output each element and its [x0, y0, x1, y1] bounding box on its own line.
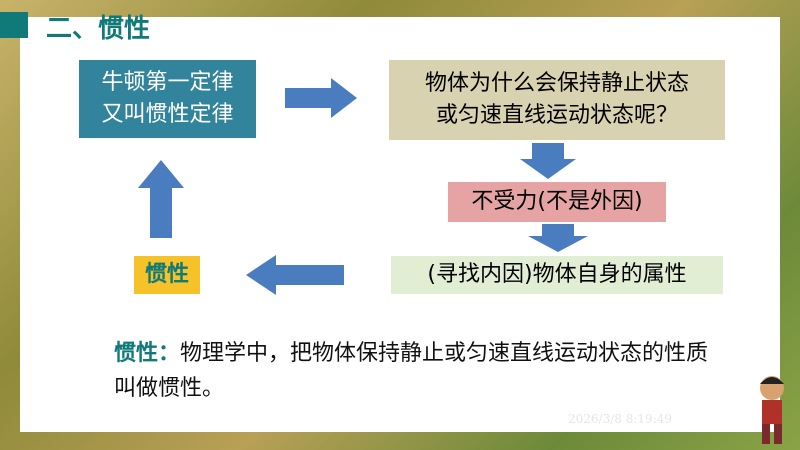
arrow-right-icon: [285, 78, 357, 118]
arrow-down-icon-2: [528, 224, 588, 252]
cartoon-character-icon: [760, 376, 784, 444]
title-marker: [0, 12, 28, 38]
slide-title: 二、惯性: [46, 14, 151, 44]
arrow-up-icon: [138, 160, 184, 238]
newton-line1: 牛顿第一定律: [101, 70, 234, 96]
definition-body: 物理学中，把物体保持静止或匀速直线运动状态的性质叫做惯性。: [114, 341, 709, 402]
newton-law-box: 牛顿第一定律又叫惯性定律: [79, 60, 256, 138]
no-force-box: 不受力(不是外因): [448, 182, 666, 222]
definition-text: 惯性：物理学中，把物体保持静止或匀速直线运动状态的性质叫做惯性。: [114, 336, 714, 406]
property-box: (寻找内因)物体自身的属性: [391, 256, 723, 294]
arrow-left-icon: [246, 255, 344, 295]
definition-term: 惯性：: [114, 341, 181, 366]
inertia-box: 惯性: [134, 256, 200, 294]
newton-line2: 又叫惯性定律: [101, 102, 234, 127]
timestamp: 2026/3/8 8:19:49: [568, 412, 672, 426]
question-box: 物体为什么会保持静止状态或匀速直线运动状态呢？: [389, 60, 725, 140]
question-line1: 物体为什么会保持静止状态: [424, 71, 689, 97]
question-line2: 或匀速直线运动状态呢？: [435, 103, 678, 128]
arrow-down-icon: [520, 143, 576, 179]
